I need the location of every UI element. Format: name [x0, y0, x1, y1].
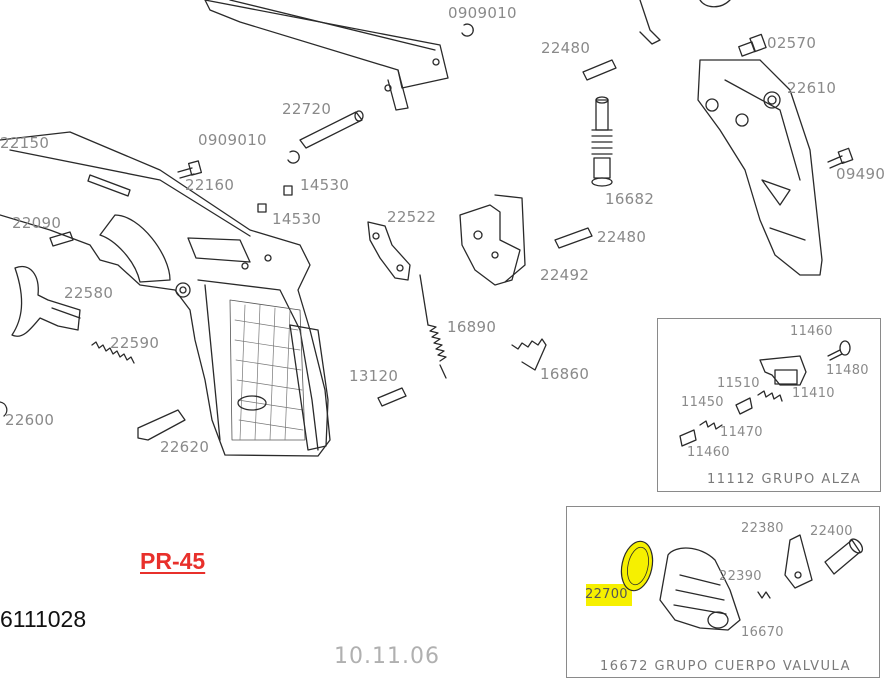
- label-02570: 02570: [767, 34, 817, 52]
- drawing-date: 10.11.06: [334, 644, 440, 669]
- pin-22090-part: [49, 231, 74, 247]
- side-plate-22610-part: [697, 59, 823, 276]
- label-22160: 22160: [185, 176, 235, 194]
- sight-group-parts: [679, 340, 851, 447]
- part-22600-fragment: [0, 401, 8, 417]
- pistol-frame-part: [0, 131, 331, 457]
- sear-22492-part: [459, 194, 526, 286]
- label-16890: 16890: [447, 318, 497, 336]
- label-16860: 16860: [540, 365, 590, 383]
- model-name: PR-45: [140, 548, 206, 574]
- label-14530-a: 14530: [300, 176, 350, 194]
- label-11450: 11450: [681, 395, 724, 410]
- label-16670: 16670: [741, 625, 784, 640]
- label-11410: 11410: [792, 386, 835, 401]
- part-code: 6111028: [0, 606, 87, 632]
- label-22600: 22600: [5, 411, 55, 429]
- label-22400: 22400: [810, 524, 853, 539]
- label-22700: 22700: [585, 587, 628, 602]
- hammer-22522-part: [367, 221, 411, 281]
- label-22090: 22090: [12, 214, 62, 232]
- pin-22480b-part: [554, 227, 593, 249]
- highlight-22700: [586, 540, 654, 606]
- label-22720: 22720: [282, 100, 332, 118]
- label-09490: 09490: [836, 165, 886, 183]
- label-22150: 22150: [0, 134, 50, 152]
- label-22492: 22492: [540, 266, 590, 284]
- small-spring-top-part: [639, 0, 661, 45]
- label-22480-top: 22480: [541, 39, 591, 57]
- label-22380: 22380: [741, 521, 784, 536]
- label-22620: 22620: [160, 438, 210, 456]
- pin-13120-part: [377, 387, 407, 407]
- circlip-top-part: [461, 23, 474, 37]
- label-0909010-mid: 0909010: [198, 131, 267, 149]
- label-0909010-top: 0909010: [448, 4, 517, 22]
- label-22390: 22390: [719, 569, 762, 584]
- top-right-fragment: [699, 0, 731, 8]
- valve-body-inset: [566, 506, 880, 678]
- screw-22160-part: [177, 160, 203, 179]
- sight-group-caption: 11112 GRUPO ALZA: [707, 472, 862, 487]
- label-11470: 11470: [720, 425, 763, 440]
- label-13120: 13120: [349, 367, 399, 385]
- label-22522: 22522: [387, 208, 437, 226]
- label-11460-a: 11460: [790, 324, 833, 339]
- label-11480: 11480: [826, 363, 869, 378]
- label-16682: 16682: [605, 190, 655, 208]
- label-11460-b: 11460: [687, 445, 730, 460]
- circlip-part: [287, 150, 300, 164]
- pin-22480-part: [582, 59, 617, 81]
- spring-22590-part: [91, 341, 135, 364]
- label-22580: 22580: [64, 284, 114, 302]
- trigger-22580-part: [11, 265, 81, 337]
- valve-16682-part: [591, 96, 613, 187]
- label-14530-b: 14530: [272, 210, 322, 228]
- spring-16860-part: [511, 338, 547, 371]
- valve-group-caption: 16672 GRUPO CUERPO VALVULA: [600, 659, 851, 674]
- spring-16890-part: [419, 274, 447, 379]
- pin-22720-part: [299, 110, 364, 149]
- sight-group-inset: [657, 318, 881, 492]
- label-11510: 11510: [717, 376, 760, 391]
- valve-body-parts: [659, 534, 864, 631]
- screw-14530-part: [257, 185, 293, 213]
- label-22590: 22590: [110, 334, 160, 352]
- slide-bar-part: [204, 0, 449, 111]
- screw-09490-part: [827, 147, 854, 169]
- screw-02570-part: [738, 33, 767, 57]
- pin-22620-part: [137, 409, 186, 441]
- label-22610: 22610: [787, 79, 837, 97]
- label-22480-mid: 22480: [597, 228, 647, 246]
